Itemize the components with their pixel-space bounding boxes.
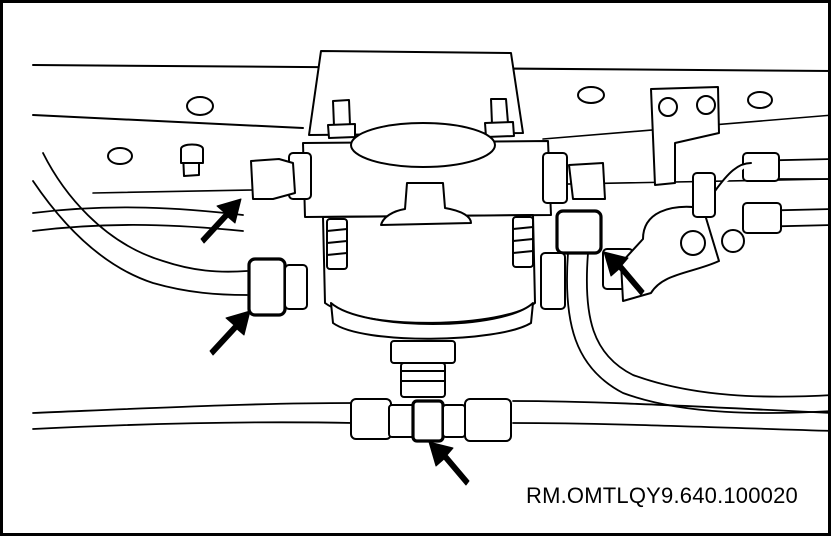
callout-arrow-right bbox=[603, 251, 645, 296]
frame-rivet bbox=[107, 147, 133, 165]
callout-arrow-upper-left bbox=[200, 198, 242, 244]
elbow-bracket-assembly bbox=[620, 86, 782, 302]
frame-rivet bbox=[577, 86, 605, 104]
frame-rivet bbox=[186, 96, 214, 116]
frame-rivet bbox=[747, 91, 773, 109]
callout-arrow-lower-left bbox=[209, 310, 251, 356]
fuel-filter-illustration bbox=[32, 50, 831, 486]
callout-arrow-bottom bbox=[428, 441, 470, 486]
threaded-studs bbox=[326, 216, 534, 270]
mounting-bracket bbox=[308, 50, 524, 136]
left-inlet-fitting bbox=[247, 152, 312, 317]
bottom-tee-fitting bbox=[350, 340, 512, 443]
fuel-hoses bbox=[32, 152, 831, 432]
filter-head-body bbox=[302, 122, 552, 340]
figure-reference-code: RM.OMTLQY9.640.100020 bbox=[525, 483, 798, 508]
callout-arrows bbox=[200, 198, 645, 486]
mounting-bolts bbox=[180, 98, 515, 177]
